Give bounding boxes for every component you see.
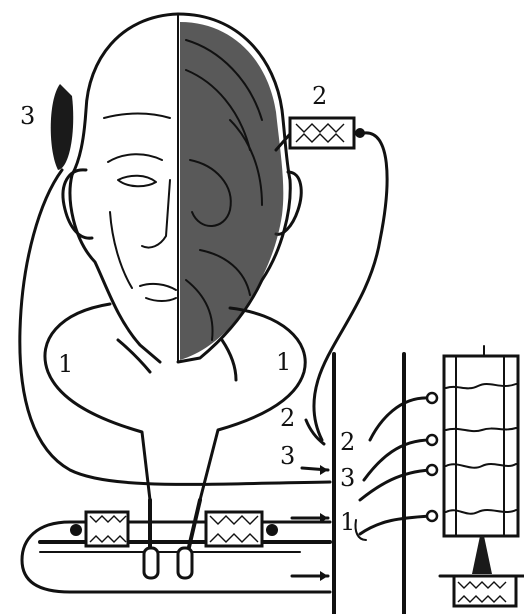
bottom-apparatus bbox=[22, 500, 330, 592]
label-recorder-2: 2 bbox=[340, 428, 355, 456]
shoulder-loop bbox=[45, 304, 150, 500]
kymograph-drum bbox=[440, 346, 524, 606]
input-arrows bbox=[292, 420, 328, 581]
label-tube-left: 1 bbox=[58, 350, 73, 378]
label-input-3: 3 bbox=[280, 442, 295, 470]
label-cheek-electrode: 2 bbox=[312, 82, 327, 110]
label-recorder-1: 1 bbox=[340, 508, 355, 536]
label-recorder-3: 3 bbox=[340, 464, 355, 492]
head-illustration bbox=[63, 14, 301, 380]
label-tube-right: 1 bbox=[276, 348, 291, 376]
label-headphone: 3 bbox=[20, 102, 35, 130]
label-input-2: 2 bbox=[280, 404, 295, 432]
